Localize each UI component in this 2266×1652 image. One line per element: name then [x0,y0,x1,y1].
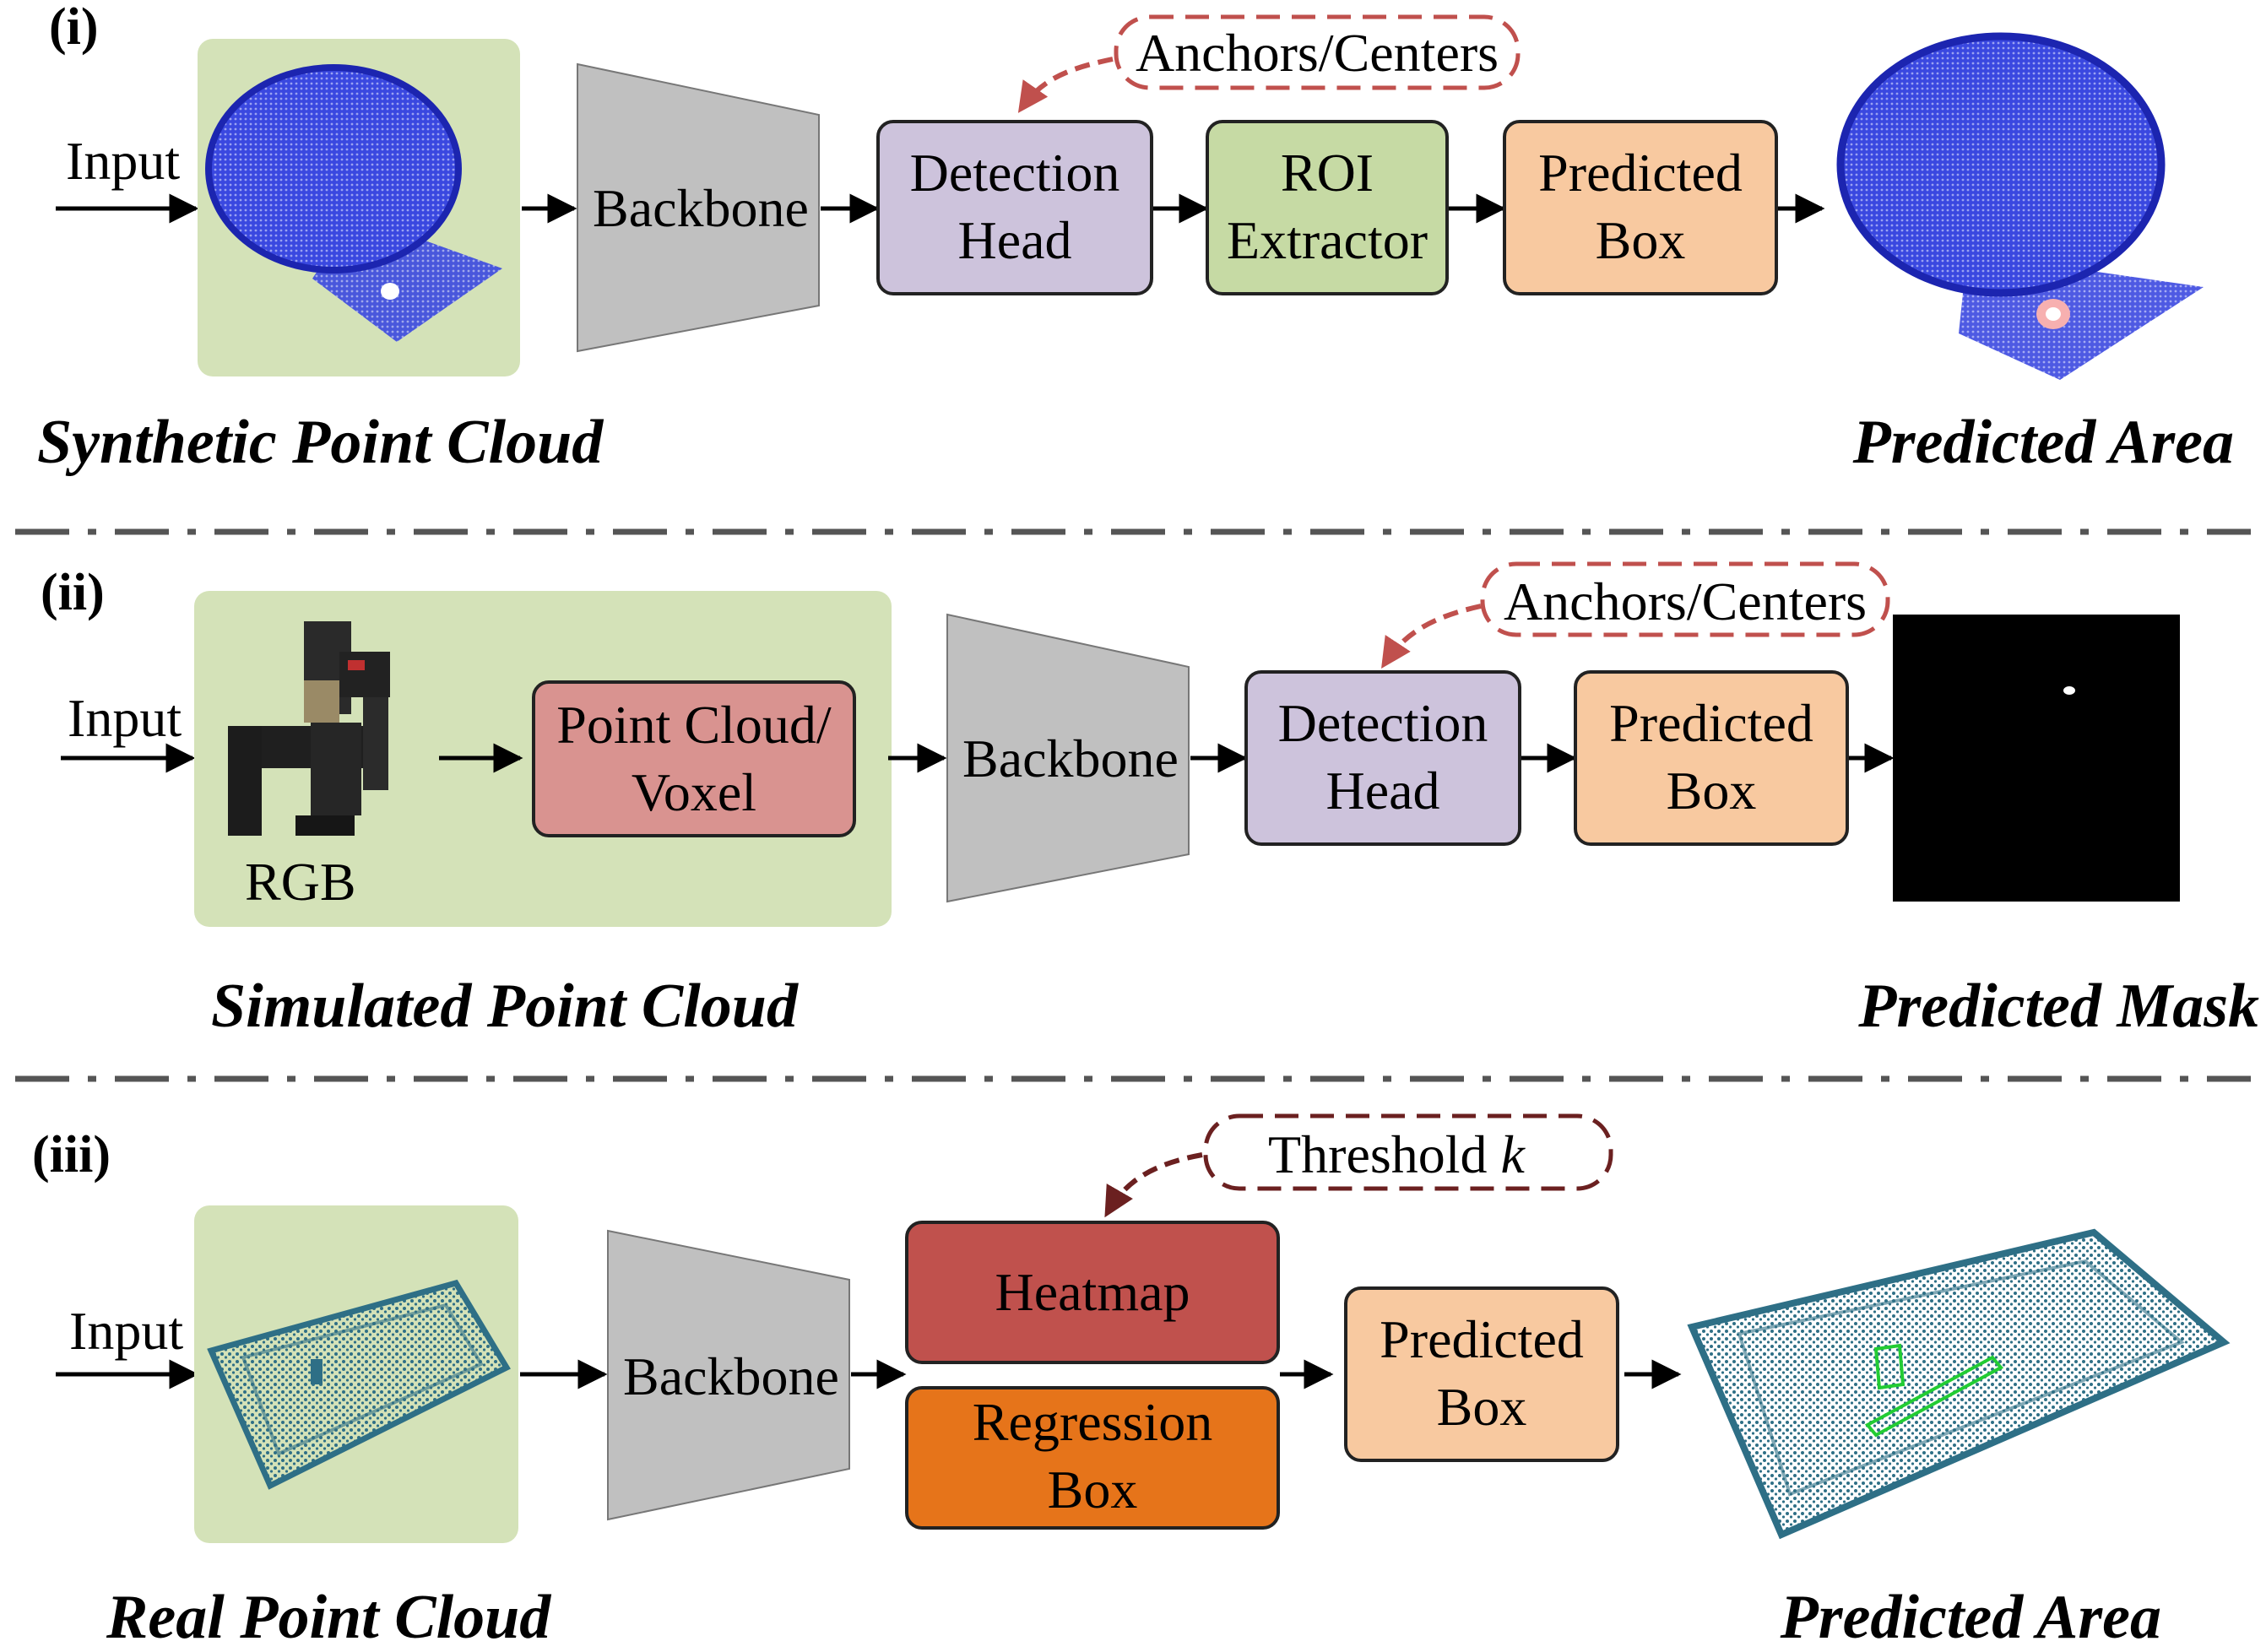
predicted-box-line2: Box [1437,1377,1527,1437]
section-label: (iii) [32,1126,111,1183]
roi-extractor-line2: Extractor [1227,210,1428,270]
feedback-bubble [1114,14,1521,90]
rgb-label: RGB [245,852,356,912]
caption-left: Real Point Cloud [106,1583,551,1652]
point-cloud-voxel-block [532,680,856,837]
caption-left: Synthetic Point Cloud [37,408,604,477]
feedback-label: Threshold k [1268,1124,1526,1184]
predicted-box-line2: Box [1667,761,1757,821]
backbone-trapezoid [946,613,1190,903]
roi-extractor-block [1206,120,1449,295]
synthetic-point-cloud-image [205,64,502,342]
predicted-box-block [1574,670,1849,846]
predicted-area-image [1836,32,2204,380]
detection-head-line2: Head [1325,761,1439,821]
detection-head-line2: Head [957,210,1071,270]
feedback-text: Threshold [1268,1124,1488,1184]
regression-box-line1: Regression [973,1392,1212,1452]
roi-extractor-line1: ROI [1281,143,1374,203]
caption-right: Predicted Mask [1857,972,2259,1041]
feedback-arrow [1381,604,1482,669]
input-label: Input [69,1301,183,1361]
input-label: Input [68,688,182,748]
backbone-label: Backbone [962,729,1179,788]
predicted-box-block [1344,1286,1619,1462]
section-i: (i) Input Backbone Detection Head ROI Ex… [37,0,2234,477]
predicted-mask-image [1893,615,2180,902]
predicted-box-block [1503,120,1778,295]
predicted-box-line1: Predicted [1609,693,1813,753]
feedback-arrow [1104,1152,1203,1218]
section-iii: (iii) Input Backbone Heatmap Regression … [32,1113,2231,1652]
predicted-box-line2: Box [1596,210,1686,270]
detection-head-line1: Detection [1278,693,1488,753]
real-point-cloud-image [207,1279,511,1490]
regression-box-line2: Box [1048,1460,1138,1519]
predicted-box-line1: Predicted [1538,143,1743,203]
predicted-box-line1: Predicted [1380,1309,1584,1369]
caption-right: Predicted Area [1780,1583,2161,1652]
detection-head-line1: Detection [910,143,1120,203]
heatmap-label: Heatmap [995,1262,1190,1322]
regression-box-block [905,1386,1280,1530]
feedback-variable: k [1501,1124,1526,1184]
predicted-area-image [1687,1228,2231,1540]
section-ii: (ii) Input RGB Point Cloud/ Voxel Backbo… [41,561,2259,1041]
feedback-label: Anchors/Centers [1504,571,1867,631]
feedback-arrow [1017,57,1114,113]
detection-head-block [876,120,1153,295]
rgb-robot-image [228,621,390,836]
backbone-trapezoid [607,1229,850,1521]
point-cloud-voxel-line2: Voxel [632,762,756,822]
input-label: Input [66,131,180,191]
caption-right: Predicted Area [1852,408,2234,477]
section-label: (ii) [41,564,105,621]
feedback-label: Anchors/Centers [1136,23,1499,83]
feedback-bubble [1480,561,1890,637]
backbone-label: Backbone [593,178,809,238]
feedback-bubble [1203,1113,1613,1191]
section-label: (i) [49,0,99,56]
backbone-label: Backbone [623,1346,839,1406]
point-cloud-voxel-line1: Point Cloud/ [556,695,832,755]
heatmap-block [905,1221,1280,1364]
mask-blob [2063,686,2075,695]
caption-left: Simulated Point Cloud [211,972,799,1041]
detection-head-block [1244,670,1521,846]
backbone-trapezoid [577,62,820,353]
